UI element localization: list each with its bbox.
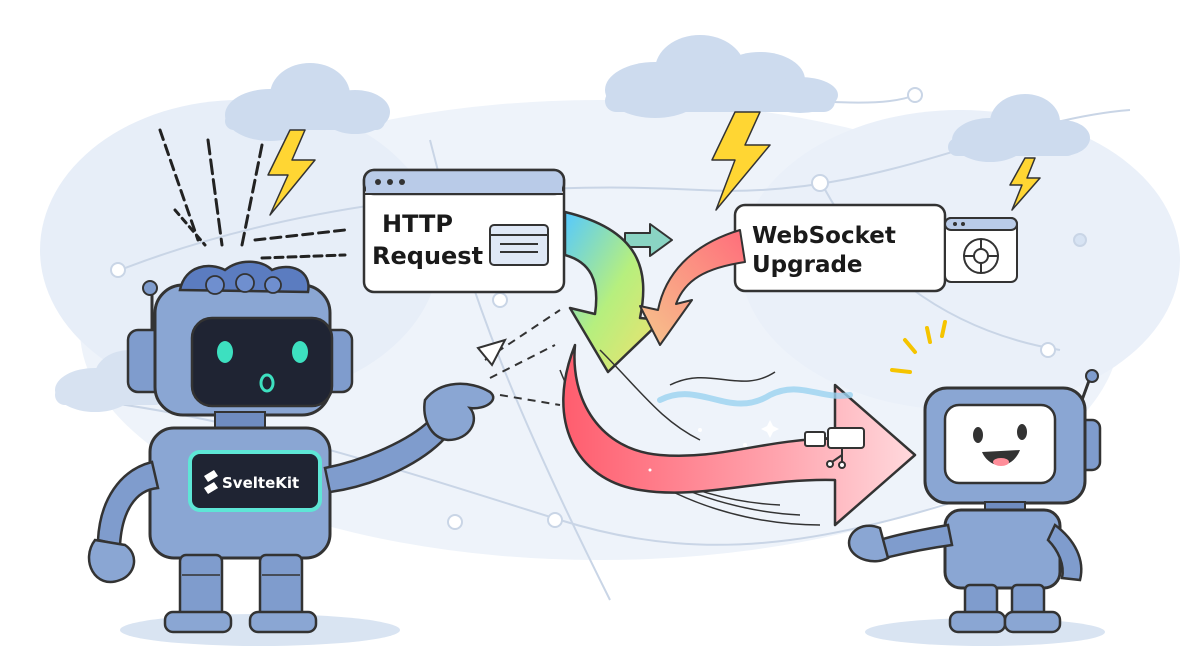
gear-icon — [205, 273, 282, 295]
browser-window-icon — [489, 224, 549, 266]
ws-line2: Upgrade — [752, 252, 863, 278]
websocket-upgrade-box: WebSocket Upgrade — [733, 203, 1018, 293]
ws-line1: WebSocket — [752, 223, 896, 249]
sparkle-lines — [890, 320, 947, 374]
network-nodes — [110, 87, 1087, 530]
rubber-ring-icon — [944, 217, 1018, 283]
excitement-lines — [158, 128, 347, 260]
http-line1: HTTP — [382, 210, 453, 238]
http-line2: Request — [372, 242, 483, 270]
cloud-left — [225, 63, 390, 141]
plug-connector-icon — [804, 427, 865, 469]
cloud-center — [605, 35, 838, 118]
sveltekit-robot: SvelteKit — [87, 260, 495, 634]
client-robot — [847, 369, 1102, 634]
websocket-stream-arrow — [562, 343, 917, 527]
upgrade-flow-arrow — [639, 229, 746, 346]
signal-dashes — [476, 309, 561, 406]
cloud-right — [948, 94, 1090, 162]
http-request-box: HTTP Request — [362, 168, 566, 294]
lightning-icon — [267, 111, 1041, 216]
chest-label: SvelteKit — [222, 474, 299, 492]
